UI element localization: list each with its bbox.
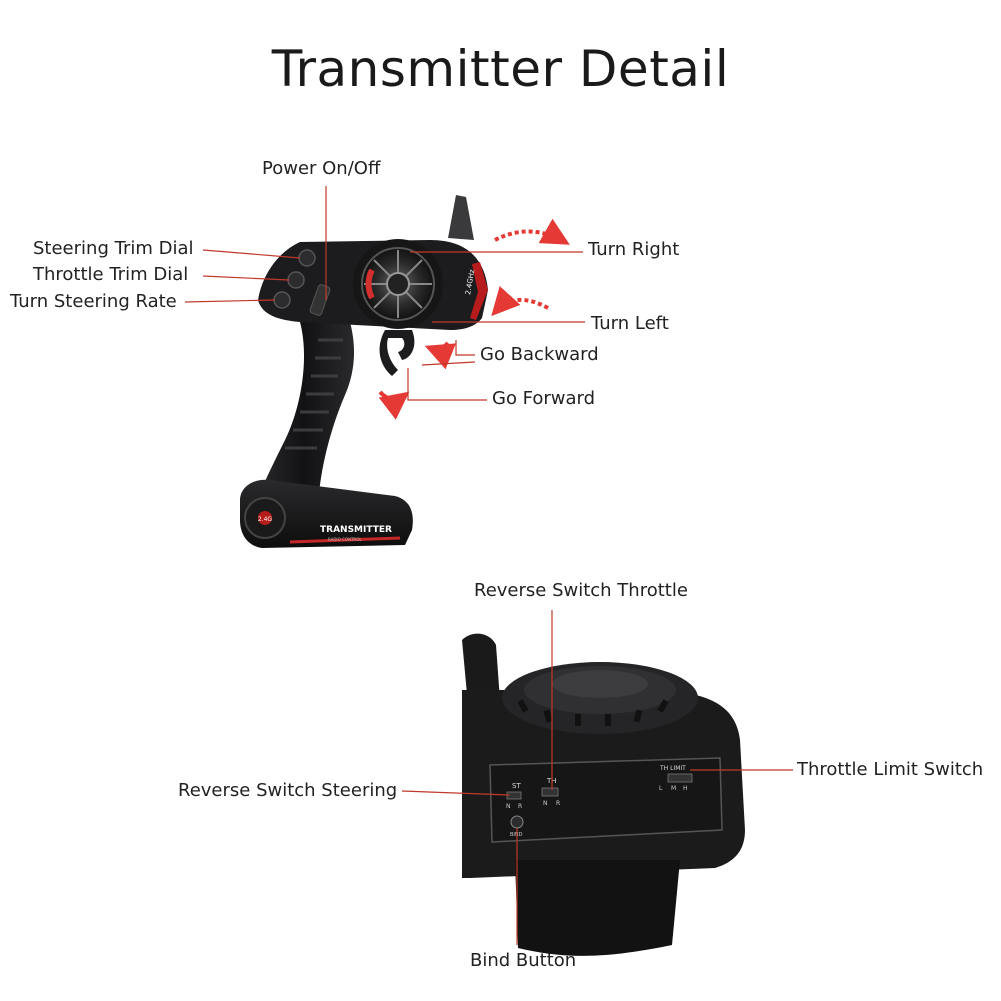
page-title: Transmitter Detail [271,40,730,98]
power-switch[interactable] [309,284,331,316]
label-bind-button: Bind Button [470,950,577,971]
base [240,479,413,548]
th-n: N [543,800,548,807]
dome-top [552,670,648,698]
turn-left-arrow [491,286,549,317]
throttle-limit-switch[interactable] [667,773,693,783]
th-limit-m: M [671,785,676,792]
label-reverse-throttle: Reverse Switch Throttle [474,580,688,601]
throttle-trim-knob[interactable] [287,271,305,289]
wheel-hub [386,272,410,296]
st-r: R [518,803,522,810]
dome-ribs [517,699,669,726]
switch-panel [489,757,723,843]
reverse-steering-switch[interactable] [506,791,522,800]
backward-arrow [424,341,456,370]
th-r: R [556,800,560,807]
base-badge [258,511,272,525]
th-limit-h: H [683,785,688,792]
base-accent [289,536,401,544]
label-go-forward: Go Forward [492,388,596,409]
wheel-red-accent [365,268,375,300]
label-turn-right: Turn Right [588,239,680,260]
steering-trim-knob[interactable] [298,249,316,267]
grip-ridges [285,338,343,450]
bind-label: BIND [510,832,523,838]
th-limit-label: TH LIMIT [659,765,686,772]
label-go-backward: Go Backward [480,344,599,365]
label-power: Power On/Off [262,158,381,179]
brand-subtitle: RADIO CONTROL [328,537,362,542]
label-throttle-limit: Throttle Limit Switch [797,759,984,780]
steering-rate-knob[interactable] [273,291,291,309]
label-turn-left: Turn Left [591,313,669,334]
antenna [448,195,474,240]
side-accent [470,262,488,320]
st-label: ST [512,782,521,790]
label-throttle-trim: Throttle Trim Dial [33,264,189,285]
forward-arrow [378,390,410,420]
transmitter-bottom-view: ST N R TH N R TH LIMIT L M H BIND [401,610,793,956]
antenna-bottom [462,633,500,705]
transmitter-top-view: 2.4G TRANSMITTER RADIO CONTROL 2.4GHz [184,186,585,548]
th-limit-l: L [659,785,663,792]
st-n: N [506,803,511,810]
reverse-throttle-switch[interactable] [541,787,559,797]
label-steering-trim: Steering Trim Dial [33,238,194,259]
brand-text: TRANSMITTER [320,525,392,535]
grip-bottom [515,860,680,956]
throttle-trigger[interactable] [379,330,415,376]
bottom-callouts [401,610,793,945]
turn-right-arrow [494,218,570,245]
top-callouts [184,186,585,401]
th-label: TH [546,777,557,785]
bind-button[interactable] [510,815,524,829]
base-badge-text: 2.4G [258,516,273,523]
label-reverse-steering: Reverse Switch Steering [178,780,398,801]
grip [255,322,355,508]
label-steering-rate: Turn Steering Rate [10,291,177,312]
